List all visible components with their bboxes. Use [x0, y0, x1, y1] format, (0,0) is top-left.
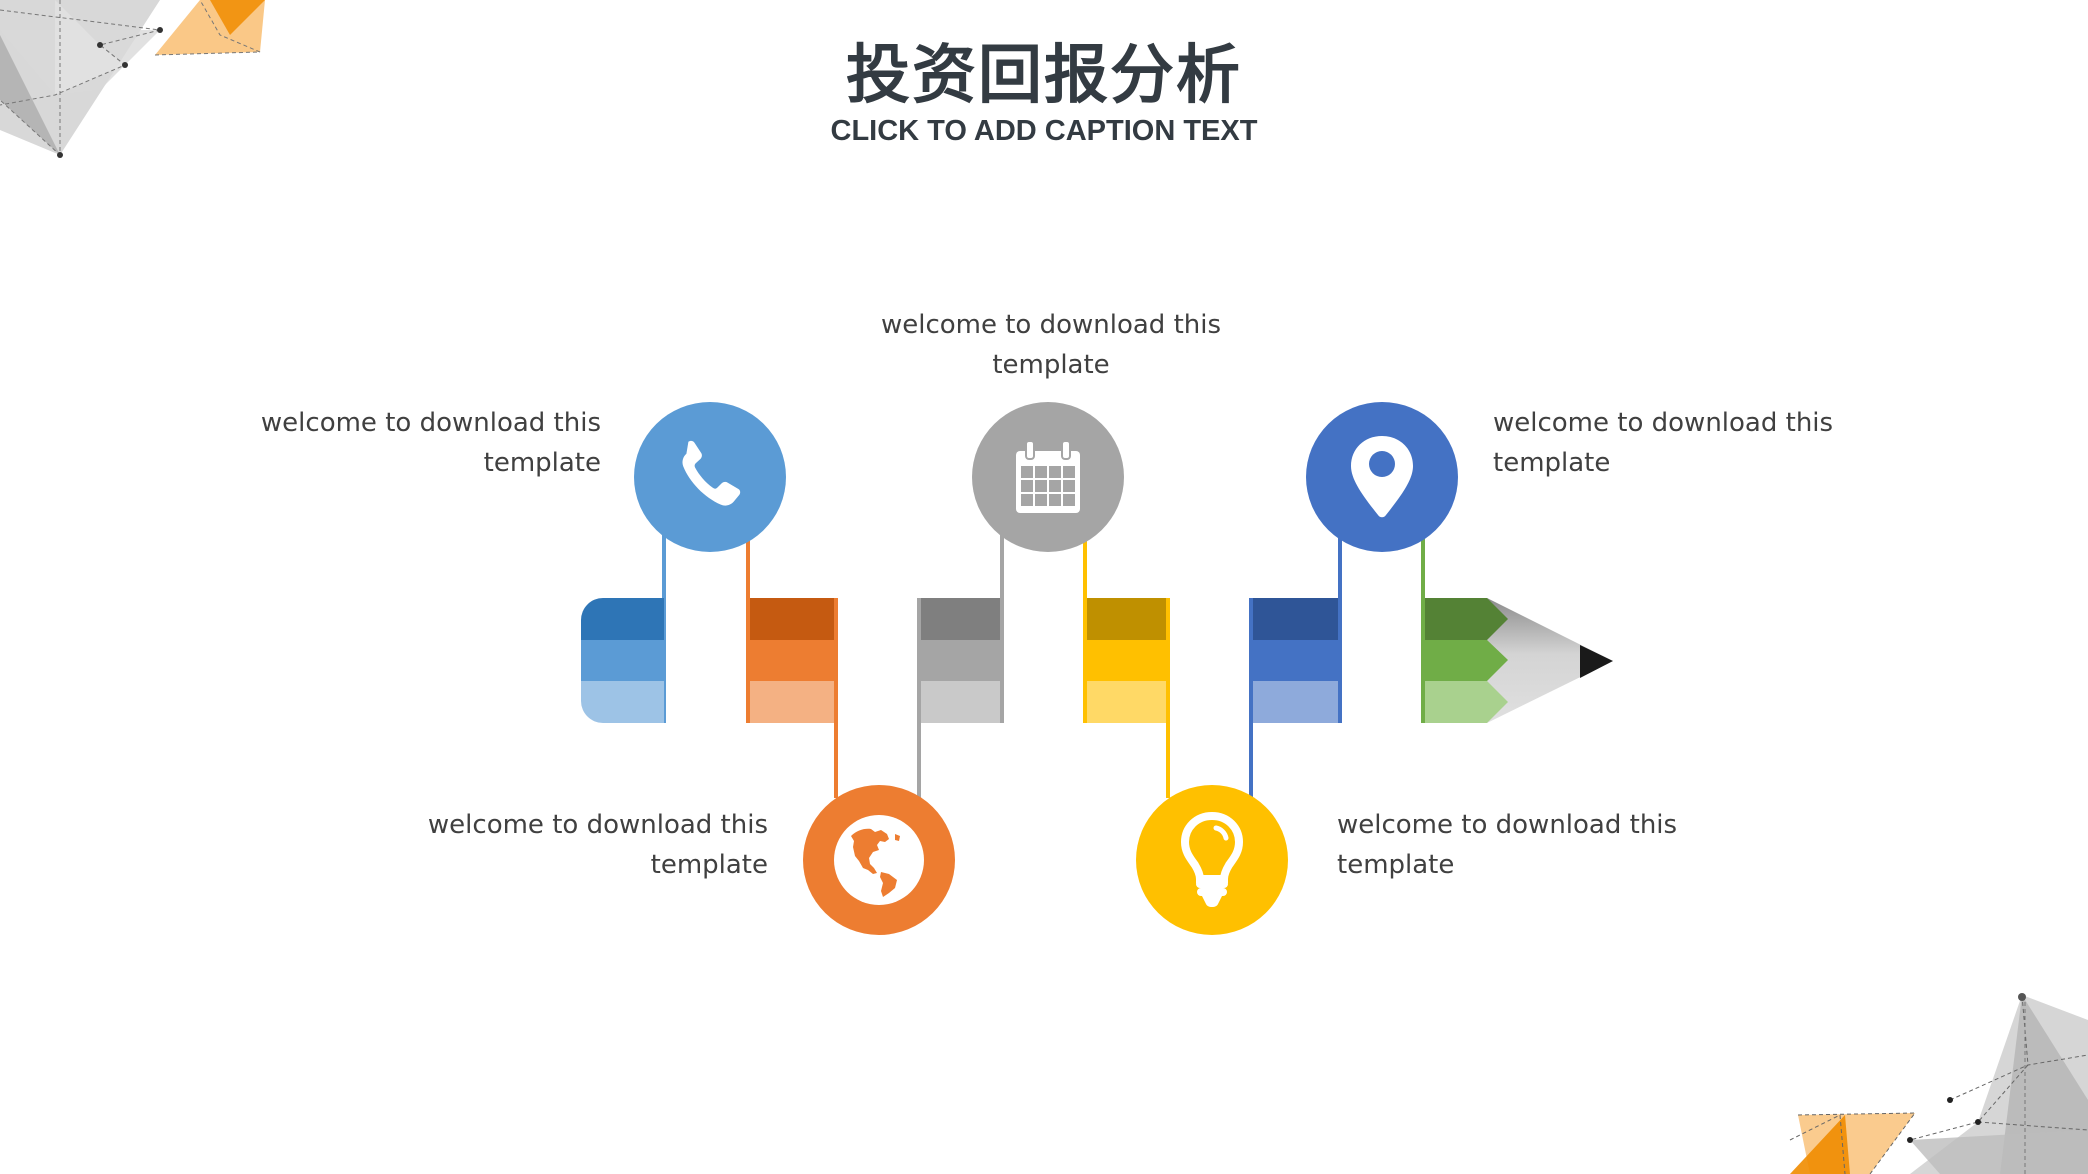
slide-caption[interactable]: CLICK TO ADD CAPTION TEXT	[830, 115, 1258, 147]
globe-circle[interactable]	[803, 785, 955, 935]
slide-title[interactable]: 投资回报分析	[846, 39, 1242, 113]
lightbulb-circle[interactable]	[1136, 785, 1288, 935]
label-phone-line1: welcome to download this	[260, 408, 601, 438]
label-calendar-line1: welcome to download this	[880, 310, 1222, 340]
connector-phone-orange	[746, 520, 750, 723]
connector-globe-orange	[834, 598, 838, 798]
label-globe-line1: welcome to download this	[427, 810, 768, 840]
connector-calendar-gray	[1000, 520, 1004, 723]
segment-blue	[581, 598, 664, 723]
location-pin-icon	[1351, 436, 1413, 518]
label-lightbulb[interactable]: welcome to download this template	[1337, 805, 1677, 885]
location-circle[interactable]	[1306, 402, 1458, 552]
segment-yellow	[1087, 598, 1166, 723]
label-lightbulb-line2: template	[1337, 850, 1455, 880]
connector-calendar-yellow	[1083, 520, 1087, 723]
label-calendar-line2: template	[992, 350, 1110, 380]
pencil-tip-icon	[1425, 598, 1613, 723]
segment-gray	[921, 598, 1000, 723]
bottom-right-polygon-decoration	[1789, 993, 2088, 1174]
lightbulb-icon	[1180, 812, 1244, 907]
label-phone[interactable]: welcome to download this template	[261, 403, 601, 483]
label-location[interactable]: welcome to download this template	[1493, 403, 1833, 483]
phone-circle[interactable]	[634, 402, 786, 552]
label-lightbulb-line1: welcome to download this	[1337, 810, 1678, 840]
connector-globe-gray	[917, 598, 921, 798]
label-calendar[interactable]: welcome to download this template	[851, 305, 1251, 385]
segment-orange	[750, 598, 834, 723]
segment-dark-blue	[1253, 598, 1338, 723]
connector-bulb-yellow	[1166, 598, 1170, 798]
phone-icon	[682, 440, 741, 506]
connector-pin-blue	[1338, 520, 1342, 723]
calendar-icon	[1016, 441, 1080, 513]
globe-icon	[834, 815, 924, 905]
calendar-circle[interactable]	[972, 402, 1124, 552]
label-location-line2: template	[1493, 448, 1611, 478]
label-globe-line2: template	[650, 850, 768, 880]
connector-phone-blue	[662, 520, 666, 723]
connector-pin-green	[1421, 520, 1425, 723]
top-left-polygon-decoration	[0, 0, 265, 158]
label-phone-line2: template	[483, 448, 601, 478]
connector-bulb-blue	[1249, 598, 1253, 798]
label-location-line1: welcome to download this	[1493, 408, 1834, 438]
label-globe[interactable]: welcome to download this template	[428, 805, 768, 885]
